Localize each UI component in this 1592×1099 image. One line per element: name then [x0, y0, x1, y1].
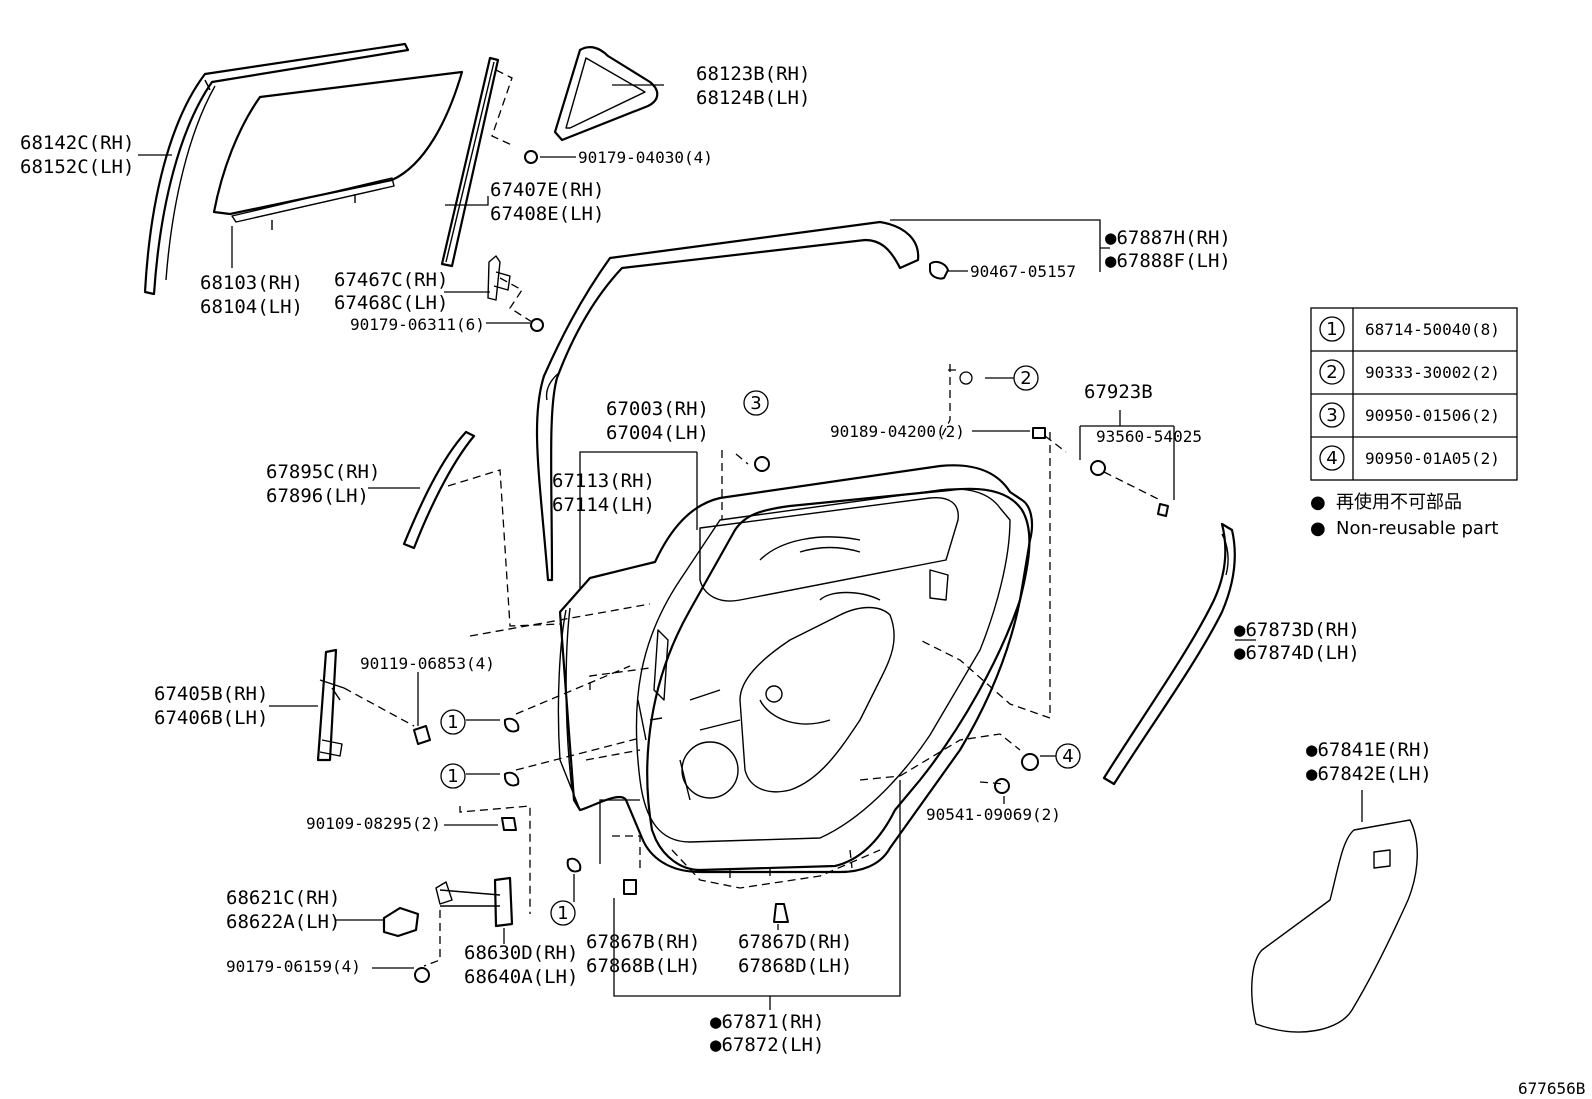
callout-4: 4: [1055, 743, 1081, 769]
bracket-67467-drawing: [487, 255, 533, 323]
label-67871-rh: ●67871(RH): [710, 1011, 824, 1033]
legend-bullet-1: ●: [1310, 492, 1326, 513]
table-part-4: 90950-01A05(2): [1365, 449, 1500, 468]
figure-code: 677656B: [1518, 1079, 1585, 1098]
label-90109: 90109-08295(2): [306, 814, 441, 833]
door-check-drawing: [435, 876, 514, 928]
garnish-67895-drawing: [402, 430, 476, 550]
label-67407-rh: 67407E(RH): [490, 179, 604, 201]
label-90179-06159: 90179-06159(4): [226, 957, 361, 976]
label-90179-06311: 90179-06311(6): [350, 315, 485, 334]
weatherstrip-67871-dashes: [671, 849, 881, 889]
label-67867b-lh: 67868B(LH): [586, 955, 700, 977]
label-67405-rh: 67405B(RH): [154, 683, 268, 705]
regulator-channel-drawing: [316, 648, 345, 762]
label-68142-rh: 68142C(RH): [20, 132, 134, 154]
label-67407-lh: 67408E(LH): [490, 203, 604, 225]
table-ref-2: 2: [1326, 362, 1337, 383]
table-row: 3 90950-01506(2): [1319, 402, 1500, 428]
table-ref-4: 4: [1326, 448, 1337, 469]
label-67873-rh: ●67873D(RH): [1234, 619, 1360, 641]
label-67895-rh: 67895C(RH): [266, 461, 380, 483]
label-68103-rh: 68103(RH): [200, 272, 303, 294]
label-67867d-lh: 67868D(LH): [738, 955, 852, 977]
table-part-3: 90950-01506(2): [1365, 406, 1500, 425]
label-67873-lh: ●67874D(LH): [1234, 642, 1360, 664]
label-68630-rh: 68630D(RH): [464, 942, 578, 964]
service-cover-drawing: [1251, 819, 1418, 1033]
legend: ● 再使用不可部品 ● Non-reusable part: [1310, 492, 1498, 539]
label-68142-lh: 68152C(LH): [20, 156, 134, 178]
label-93560: 93560-54025: [1096, 427, 1202, 446]
label-90541: 90541-09069(2): [926, 805, 1061, 824]
label-67467-lh: 67468C(LH): [334, 292, 448, 314]
label-67841-rh: ●67841E(RH): [1306, 739, 1432, 761]
label-67867b-rh: 67867B(RH): [586, 931, 700, 953]
table-row: 2 90333-30002(2): [1319, 359, 1500, 385]
label-68630-lh: 68640A(LH): [464, 966, 578, 988]
weatherstrip-67887-drawing: [535, 220, 920, 582]
label-67113-rh: 67113(RH): [552, 470, 655, 492]
hinge-drawing: [382, 906, 420, 938]
legend-japanese: 再使用不可部品: [1336, 492, 1462, 513]
label-90467: 90467-05157: [970, 262, 1076, 281]
label-90179-04030: 90179-04030(4): [578, 148, 713, 167]
legend-english: Non-reusable part: [1336, 518, 1498, 539]
table-row: 1 68714-50040(8): [1319, 316, 1500, 342]
label-68621-lh: 68622A(LH): [226, 911, 340, 933]
legend-bullet-2: ●: [1310, 518, 1326, 539]
callout-1c-label: 1: [557, 903, 568, 924]
parts-table: 1 68714-50040(8) 2 90333-30002(2) 3 9095…: [1310, 307, 1518, 481]
plug-drawing: [959, 371, 973, 385]
clip-90467: [929, 261, 949, 280]
label-68123-lh: 68124B(LH): [696, 87, 810, 109]
label-67923: 67923B: [1084, 381, 1153, 403]
label-67003-rh: 67003(RH): [606, 398, 709, 420]
label-90119: 90119-06853(4): [360, 654, 495, 673]
table-ref-1: 1: [1326, 319, 1337, 340]
bolt-90179-06311: [530, 318, 544, 332]
label-67871-lh: ●67872(LH): [710, 1034, 824, 1056]
callout-1a-label: 1: [447, 712, 458, 733]
label-67887-lh: ●67888F(LH): [1105, 250, 1231, 272]
label-67467-rh: 67467C(RH): [334, 269, 448, 291]
door-panel-drawing: [557, 464, 1034, 874]
part-labels: 68142C(RH) 68152C(LH) 68103(RH) 68104(LH…: [20, 63, 1432, 1056]
door-glass-drawing: [212, 70, 464, 230]
leader-lines: [138, 84, 1363, 1010]
label-67867d-rh: 67867D(RH): [738, 931, 852, 953]
weatherstrip-67873-drawing: [1102, 522, 1236, 786]
callout-1b-label: 1: [447, 766, 458, 787]
small-fasteners: [413, 427, 1169, 983]
table-row: 4 90950-01A05(2): [1319, 445, 1500, 471]
table-part-1: 68714-50040(8): [1365, 320, 1500, 339]
callout-2-label: 2: [1020, 368, 1031, 389]
label-67113-lh: 67114(LH): [552, 494, 655, 516]
label-67841-lh: ●67842E(LH): [1306, 763, 1432, 785]
callout-1a: 1: [440, 709, 466, 735]
label-67405-lh: 67406B(LH): [154, 707, 268, 729]
callout-3: 3: [743, 390, 769, 416]
callout-1b: 1: [440, 763, 466, 789]
label-67895-lh: 67896(LH): [266, 485, 369, 507]
callout-3-label: 3: [750, 393, 761, 414]
run-channel-drawing: [143, 42, 410, 296]
table-part-2: 90333-30002(2): [1365, 363, 1500, 382]
center-channel-drawing: [440, 56, 515, 268]
nut-90179-04030: [524, 150, 538, 164]
callout-2: 2: [1013, 365, 1039, 391]
callout-1c: 1: [550, 900, 576, 926]
label-90189: 90189-04200(2): [830, 422, 965, 441]
table-ref-3: 3: [1326, 405, 1337, 426]
label-68123-rh: 68123B(RH): [696, 63, 810, 85]
label-68103-lh: 68104(LH): [200, 296, 303, 318]
dashed-guides: [343, 364, 1161, 967]
label-68621-rh: 68621C(RH): [226, 887, 340, 909]
quarter-glass-drawing: [553, 46, 659, 142]
label-67003-lh: 67004(LH): [606, 422, 709, 444]
label-67887-rh: ●67887H(RH): [1105, 227, 1231, 249]
callout-4-label: 4: [1062, 746, 1073, 767]
